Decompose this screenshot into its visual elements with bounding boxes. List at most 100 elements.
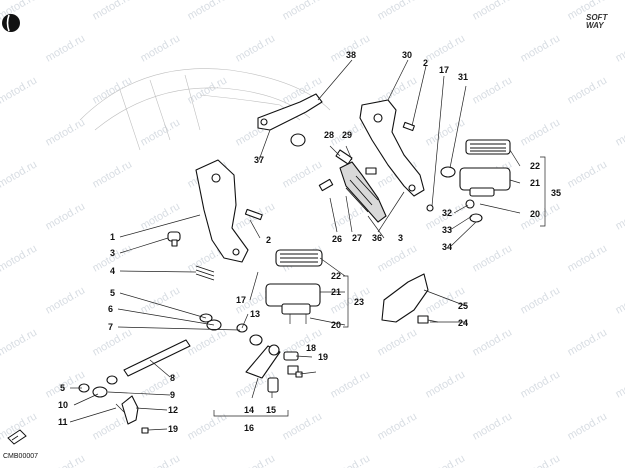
callout-33: 33 (442, 225, 452, 235)
watermark-text: motod.ru (471, 74, 515, 106)
callout-12: 12 (168, 405, 178, 415)
footpeg-right-upper (459, 139, 511, 197)
callout-9: 9 (170, 390, 175, 400)
callout-3: 3 (398, 233, 403, 243)
watermark-text: motod.ru (0, 242, 39, 274)
callout-10: 10 (58, 400, 68, 410)
watermark-text: motod.ru (44, 284, 88, 316)
watermark-text: motod.ru (566, 74, 610, 106)
watermark-text: motod.ru (614, 32, 625, 64)
callout-35: 35 (551, 188, 561, 198)
callout-28: 28 (324, 130, 334, 140)
callout-1: 1 (110, 232, 115, 242)
watermark-text: motod.ru (424, 116, 468, 148)
callout-16: 16 (244, 423, 254, 433)
callout-11: 11 (58, 417, 68, 427)
callout-34: 34 (442, 242, 452, 252)
watermark-text: motod.ru (376, 0, 420, 23)
callout-27: 27 (352, 233, 362, 243)
callout-26: 26 (332, 234, 342, 244)
watermark-text: motod.ru (424, 452, 468, 468)
watermark-text: motod.ru (139, 452, 183, 468)
watermark-text: motod.ru (519, 452, 563, 468)
callout-2: 2 (423, 58, 428, 68)
watermark-text: motod.ru (614, 116, 625, 148)
watermark-text: motod.ru (329, 452, 373, 468)
callout-22: 22 (530, 161, 540, 171)
watermark-text: motod.ru (186, 410, 230, 442)
small-screws (115, 371, 303, 434)
leader-lines (69, 59, 521, 431)
callout-5: 5 (110, 288, 115, 298)
callout-37: 37 (254, 155, 264, 165)
callout-24: 24 (458, 318, 468, 328)
watermark-text: motod.ru (471, 242, 515, 274)
watermark-text: motod.ru (234, 452, 278, 468)
callout-2: 2 (266, 235, 271, 245)
watermark-text: motod.ru (44, 116, 88, 148)
callout-29: 29 (342, 130, 352, 140)
watermark-text: motod.ru (0, 158, 39, 190)
callout-25: 25 (458, 301, 468, 311)
watermark-text: motod.ru (519, 116, 563, 148)
spring-4 (195, 265, 215, 281)
callout-15: 15 (266, 405, 276, 415)
watermark-text: motod.ru (186, 326, 230, 358)
watermark-text: motod.ru (139, 116, 183, 148)
callout-21: 21 (331, 287, 341, 297)
heel-guard-plate-38 (257, 93, 323, 131)
callout-3: 3 (110, 248, 115, 258)
callout-22: 22 (331, 271, 341, 281)
watermark-text: motod.ru (566, 410, 610, 442)
watermark-text: motod.ru (281, 0, 325, 23)
right-footpeg-bracket (359, 99, 425, 197)
watermark-text: motod.ru (44, 200, 88, 232)
clip-12 (121, 395, 139, 425)
heel-guard-25 (381, 273, 429, 323)
watermark-text: motod.ru (281, 158, 325, 190)
watermark-text: motod.ru (234, 32, 278, 64)
watermark-text: motod.ru (139, 32, 183, 64)
callout-20: 20 (331, 320, 341, 330)
callout-36: 36 (372, 233, 382, 243)
callout-21: 21 (530, 178, 540, 188)
watermark-text: motod.ru (376, 242, 420, 274)
brand-logo: SOFT WAY (586, 14, 607, 30)
watermark-text: motod.ru (424, 32, 468, 64)
watermark-text: motod.ru (519, 32, 563, 64)
pin-3 (167, 231, 181, 247)
watermark-text: motod.ru (566, 158, 610, 190)
watermark-text: motod.ru (0, 74, 39, 106)
watermark-text: motod.ru (519, 368, 563, 400)
drawing-code: CMB00007 (3, 453, 39, 460)
watermark-text: motod.ru (44, 452, 88, 468)
watermark-text: motod.ru (614, 200, 625, 232)
callout-8: 8 (170, 373, 175, 383)
watermark-text: motod.ru (281, 410, 325, 442)
callout-20: 20 (530, 209, 540, 219)
callout-labels: 1 2 2 3 3 4 5 5 6 7 8 9 10 11 12 13 14 1… (58, 50, 561, 434)
watermark-text: motod.ru (566, 326, 610, 358)
callout-5: 5 (60, 383, 65, 393)
callout-32: 32 (442, 208, 452, 218)
watermark-text: motod.ru (91, 74, 135, 106)
callout-19: 19 (318, 352, 328, 362)
callout-6: 6 (108, 304, 113, 314)
watermark-text: motod.ru (471, 0, 515, 23)
manual-icon (7, 429, 27, 445)
frame-sketch (79, 68, 331, 151)
watermark-text: motod.ru (471, 410, 515, 442)
footpeg-left (265, 249, 323, 324)
callout-30: 30 (402, 50, 412, 60)
watermark-text: motod.ru (376, 326, 420, 358)
callout-19: 19 (168, 424, 178, 434)
watermark-text: motod.ru (139, 200, 183, 232)
watermark-text: motod.ru (0, 326, 39, 358)
logo-icon (2, 14, 20, 32)
watermark-text: motod.ru (614, 452, 625, 468)
callout-14: 14 (244, 405, 254, 415)
watermark-text: motod.ru (91, 0, 135, 23)
watermark-text: motod.ru (376, 410, 420, 442)
